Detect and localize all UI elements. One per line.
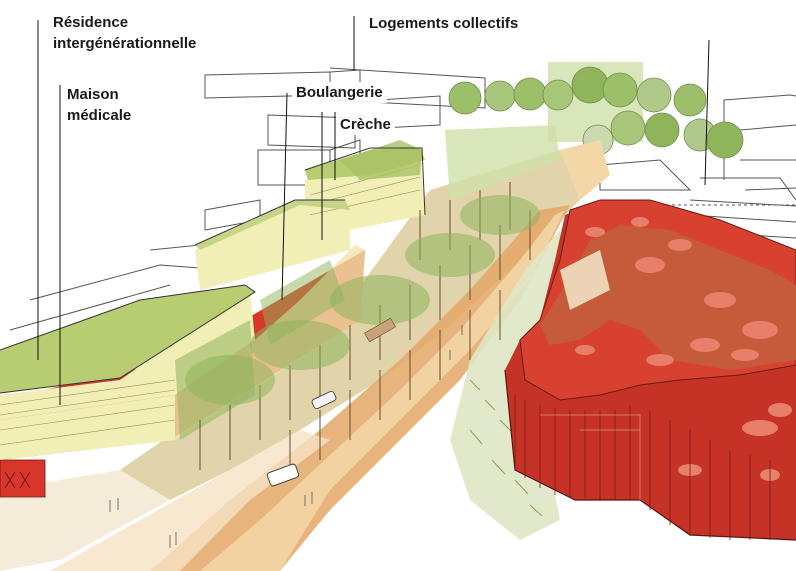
label-logements-collectifs: Logements collectifs [369, 15, 519, 32]
label-residence-line1: Résidence [53, 14, 129, 31]
tree-canopies [185, 195, 540, 405]
label-residence: Résidence intergénérationnelle [53, 12, 196, 54]
label-maison-medicale: Maison médicale [67, 84, 131, 126]
red-building [504, 199, 796, 541]
label-maison-line2: médicale [67, 107, 132, 124]
background-trees [448, 62, 744, 159]
label-residence-line2: intergénérationnelle [53, 35, 197, 52]
street-details [109, 317, 471, 548]
label-boulangerie: Boulangerie [292, 82, 387, 103]
leader-boulangerie [281, 92, 288, 301]
leader-extra [704, 39, 710, 186]
label-maison-line1: Maison [67, 86, 119, 103]
label-creche: Crèche [336, 114, 395, 135]
leader-lines [37, 16, 710, 405]
roof-patches [575, 217, 792, 481]
